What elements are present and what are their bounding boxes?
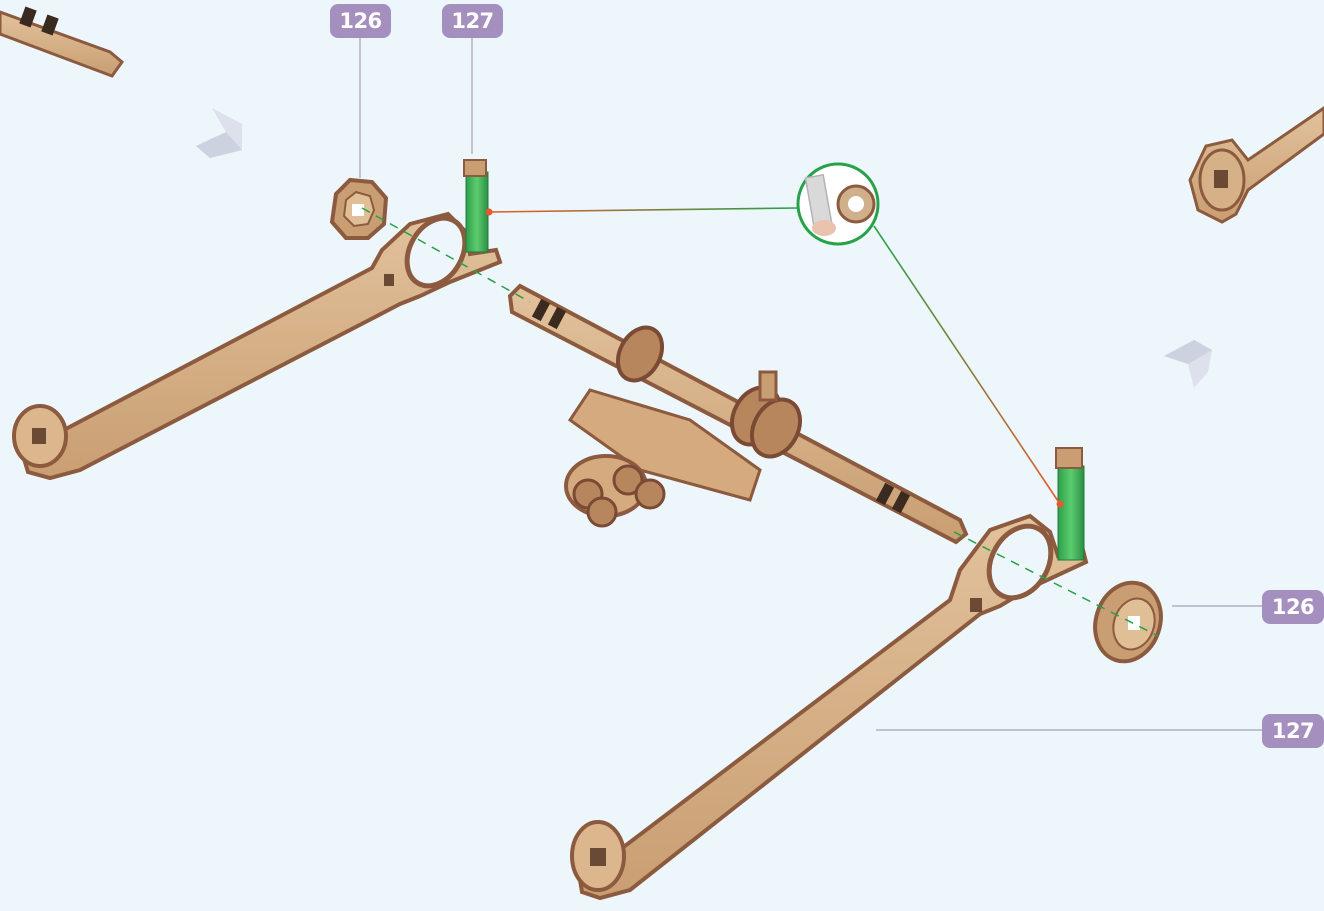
partial-beam-top-left: [0, 6, 122, 76]
rotation-arrow-icon: [196, 108, 242, 158]
part-127-left-pin: [464, 160, 493, 252]
central-axle-assembly: [510, 286, 966, 542]
part-126-left-nut: [332, 180, 386, 238]
part-127-left-crank: [14, 208, 500, 478]
part-number-badge-126: 126: [1262, 590, 1324, 624]
part-number-badge-127: 127: [442, 4, 503, 38]
part-126-right-nut: [1085, 574, 1171, 670]
part-127-right-pin: [1056, 448, 1084, 560]
partial-handle-top-right: [1190, 108, 1324, 222]
part-number-badge-127: 127: [1262, 714, 1324, 748]
callout-line-right: [874, 226, 1060, 504]
detail-callout-circle: [798, 164, 878, 244]
rotation-arrow-icon: [1164, 340, 1212, 388]
part-127-right-crank: [572, 515, 1086, 898]
part-number-badge-126: 126: [330, 4, 391, 38]
callout-line-left: [489, 208, 798, 212]
